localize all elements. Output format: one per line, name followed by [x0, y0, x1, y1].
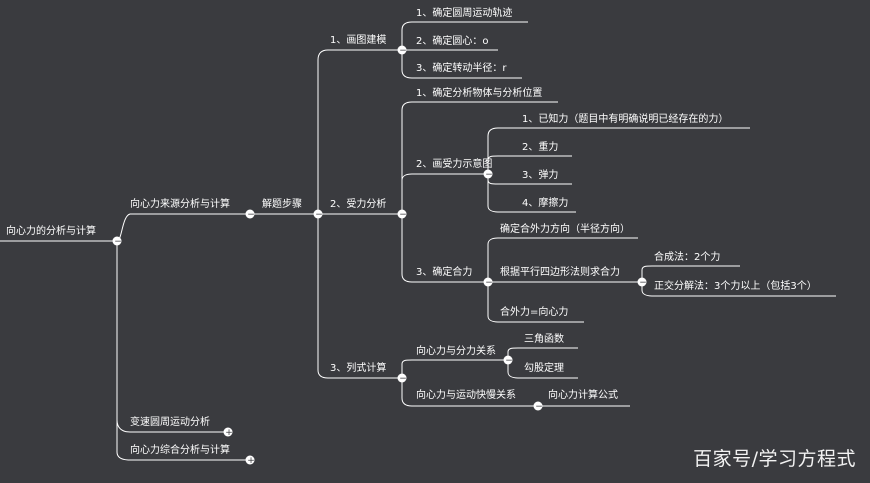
root-collapse-toggle[interactable]: − — [112, 236, 122, 248]
source-collapse-toggle[interactable]: − — [245, 209, 255, 221]
node-step2-object[interactable]: 1、确定分析物体与分析位置 — [416, 88, 543, 99]
svg-text:−: − — [639, 278, 647, 288]
svg-text:−: − — [485, 170, 493, 180]
svg-text:−: − — [505, 356, 513, 366]
node-component-item[interactable]: 三角函数 — [524, 334, 564, 345]
solve-collapse-toggle[interactable]: − — [313, 209, 323, 221]
svg-text:+: + — [225, 428, 233, 438]
node-parallelogram-item[interactable]: 合成法：2个力 — [654, 252, 721, 263]
node-step1[interactable]: 1、画图建模 — [330, 35, 387, 46]
node-diagram-item[interactable]: 2、重力 — [522, 142, 559, 153]
node-diagram-item[interactable]: 4、摩擦力 — [522, 198, 569, 209]
node-diagram[interactable]: 2、画受力示意图 — [416, 159, 493, 170]
svg-text:−: − — [485, 278, 493, 288]
node-diagram-item[interactable]: 3、弹力 — [522, 170, 559, 181]
node-parallelogram[interactable]: 根据平行四边形法则求合力 — [500, 267, 620, 278]
svg-text:+: + — [247, 456, 255, 466]
node-comprehensive[interactable]: 向心力综合分析与计算 — [130, 445, 230, 456]
svg-text:−: − — [535, 402, 543, 412]
node-solve-steps[interactable]: 解题步骤 — [262, 199, 302, 210]
node-motion[interactable]: 向心力与运动快慢关系 — [416, 390, 516, 401]
svg-text:−: − — [399, 374, 407, 384]
svg-text:−: − — [399, 210, 407, 220]
node-motion-formula[interactable]: 向心力计算公式 — [548, 390, 618, 401]
variable-expand-toggle[interactable]: + — [223, 427, 233, 439]
diagram-collapse-toggle[interactable]: − — [483, 169, 493, 181]
node-parallelogram-item[interactable]: 正交分解法：3个力以上（包括3个） — [654, 281, 817, 292]
node-resultant-equal[interactable]: 合外力=向心力 — [500, 307, 569, 318]
node-step1-item[interactable]: 1、确定圆周运动轨迹 — [416, 8, 513, 19]
node-diagram-item[interactable]: 1、已知力（题目中有明确说明已经存在的力） — [522, 114, 729, 125]
node-component-item[interactable]: 勾股定理 — [524, 363, 564, 374]
svg-text:−: − — [315, 210, 323, 220]
root-node[interactable]: 向心力的分析与计算 — [6, 226, 96, 237]
step2-collapse-toggle[interactable]: − — [397, 209, 407, 221]
node-variable[interactable]: 变速圆周运动分析 — [130, 417, 210, 428]
motion-collapse-toggle[interactable]: − — [533, 401, 543, 413]
node-step3[interactable]: 3、列式计算 — [330, 363, 387, 374]
node-step2[interactable]: 2、受力分析 — [330, 199, 387, 210]
svg-text:−: − — [399, 46, 407, 56]
node-step1-item[interactable]: 3、确定转动半径：r — [416, 63, 507, 74]
svg-text:−: − — [114, 237, 122, 247]
node-source[interactable]: 向心力来源分析与计算 — [130, 199, 230, 210]
parallelogram-collapse-toggle[interactable]: − — [637, 277, 647, 289]
svg-text:−: − — [247, 210, 255, 220]
step1-collapse-toggle[interactable]: − — [397, 45, 407, 57]
component-collapse-toggle[interactable]: − — [503, 355, 513, 367]
comprehensive-expand-toggle[interactable]: + — [245, 455, 255, 467]
node-resultant-direction[interactable]: 确定合外力方向（半径方向） — [500, 224, 630, 235]
resultant-collapse-toggle[interactable]: − — [483, 277, 493, 289]
watermark-text: 百家号/学习方程式 — [693, 448, 856, 470]
node-step1-item[interactable]: 2、确定圆心：o — [416, 36, 489, 47]
node-resultant[interactable]: 3、确定合力 — [416, 267, 473, 278]
node-component[interactable]: 向心力与分力关系 — [416, 346, 496, 357]
step3-collapse-toggle[interactable]: − — [397, 373, 407, 385]
